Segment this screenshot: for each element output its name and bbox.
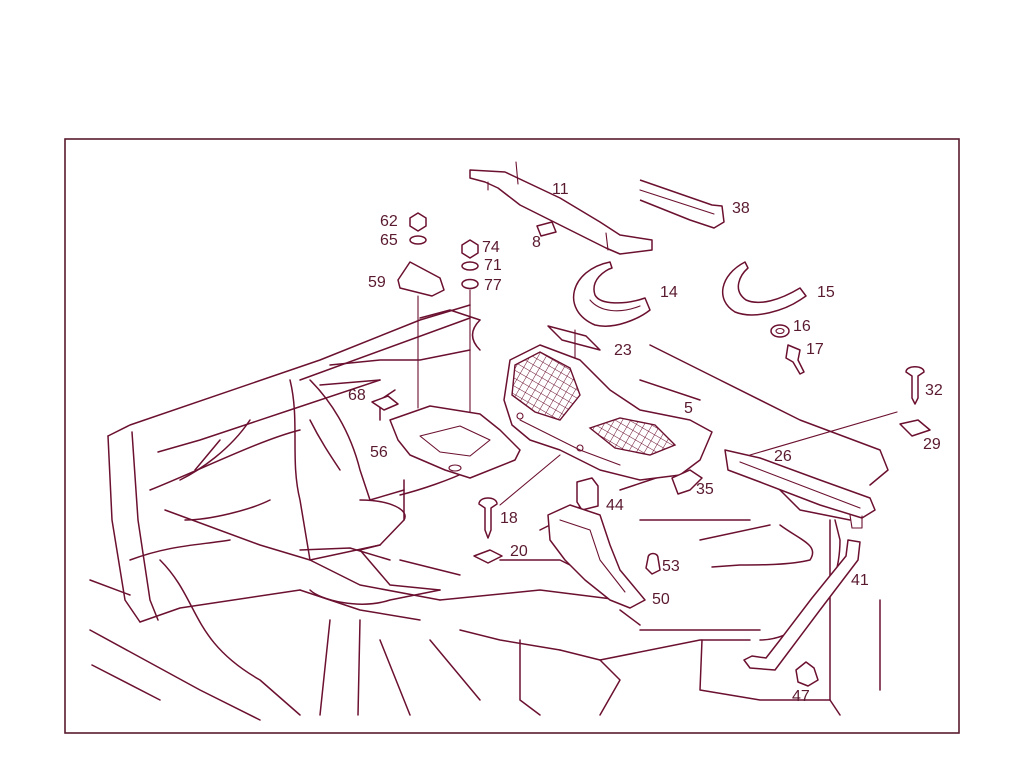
callout-62: 62 — [380, 213, 398, 230]
part-53-grommet — [645, 552, 661, 575]
callout-labels: 11 38 62 65 74 8 71 77 59 14 15 16 23 17… — [348, 181, 943, 705]
part-41-hose — [743, 539, 861, 671]
part-14-arch-seal — [573, 261, 651, 327]
callout-8: 8 — [532, 234, 541, 251]
callout-56: 56 — [370, 444, 388, 461]
diagram-frame — [64, 138, 960, 734]
callout-20: 20 — [510, 543, 528, 560]
callout-41: 41 — [851, 572, 869, 589]
part-17-pin — [785, 344, 805, 375]
callout-38: 38 — [732, 200, 750, 217]
callout-77: 77 — [484, 277, 502, 294]
leader-lines — [499, 411, 898, 506]
callout-71: 71 — [484, 257, 502, 274]
callout-15: 15 — [817, 284, 835, 301]
part-50-duct — [547, 504, 646, 609]
part-18-screw — [478, 497, 498, 539]
part-47-clip — [795, 661, 819, 687]
callout-26: 26 — [774, 448, 792, 465]
callout-17: 17 — [806, 341, 824, 358]
callout-50: 50 — [652, 591, 670, 608]
part-35-clip — [671, 469, 703, 495]
part-65-washer — [409, 235, 427, 245]
callout-18: 18 — [500, 510, 518, 527]
part-5-mesh-left — [511, 351, 581, 421]
callout-47: 47 — [792, 688, 810, 705]
part-77-washer — [461, 278, 479, 290]
callout-11: 11 — [552, 181, 569, 198]
callout-29: 29 — [923, 436, 941, 453]
callout-65: 65 — [380, 232, 398, 249]
part-62-nut — [409, 212, 427, 232]
part-68-clip — [371, 395, 399, 411]
part-20-clip-nut — [473, 549, 503, 564]
part-5-mesh-right — [588, 417, 677, 456]
callout-59: 59 — [368, 274, 386, 291]
callout-74: 74 — [482, 239, 500, 256]
part-71-washer — [461, 261, 479, 271]
part-32-screw — [905, 366, 925, 405]
part-74-nut — [461, 239, 479, 259]
callout-35: 35 — [696, 481, 714, 498]
part-56-tray — [389, 405, 521, 479]
callout-16: 16 — [793, 318, 811, 335]
part-29-clip — [899, 419, 931, 437]
part-16-grommet — [770, 324, 790, 338]
part-44-block — [576, 477, 599, 511]
callout-32: 32 — [925, 382, 943, 399]
part-23-bracket — [547, 325, 601, 351]
callout-68: 68 — [348, 387, 366, 404]
part-26-cowl-panel — [724, 449, 876, 519]
part-59-bracket — [397, 261, 445, 297]
callout-14: 14 — [660, 284, 678, 301]
callout-5: 5 — [684, 400, 693, 417]
callout-44: 44 — [606, 497, 624, 514]
part-8-clip — [536, 221, 557, 237]
callout-53: 53 — [662, 558, 680, 575]
callout-23: 23 — [614, 342, 632, 359]
part-15-arch-seal — [721, 261, 807, 316]
